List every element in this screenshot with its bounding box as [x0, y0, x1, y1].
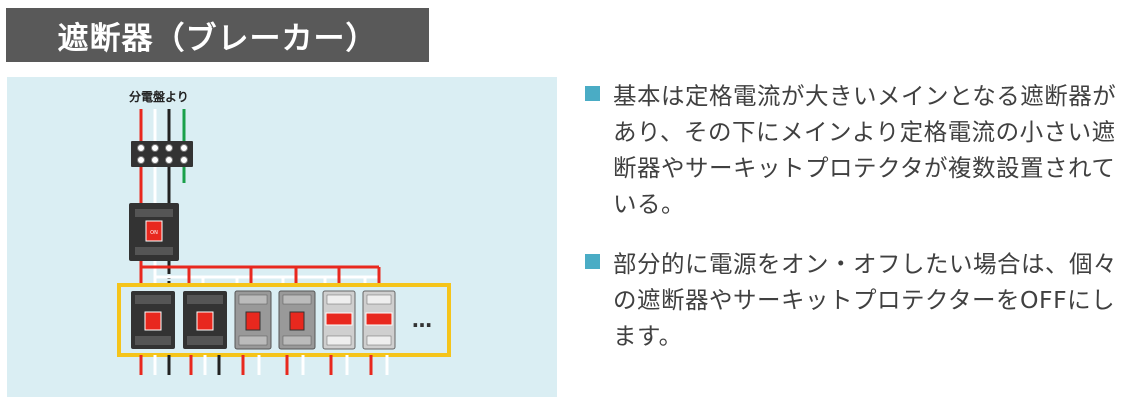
- source-label: 分電盤より: [129, 89, 189, 104]
- breaker-wiring-diagram: 分電盤より ON: [117, 89, 451, 375]
- bullet-list: 基本は定格電流が大きいメインとなる遮断器があり、その下にメインより定格電流の小さ…: [583, 78, 1131, 378]
- more-breakers-ellipsis: …: [412, 308, 432, 332]
- bullet-item: 部分的に電源をオン・オフしたい場合は、個々の遮断器やサーキットプロテクターをOF…: [583, 246, 1131, 354]
- bullet-item: 基本は定格電流が大きいメインとなる遮断器があり、その下にメインより定格電流の小さ…: [583, 78, 1131, 222]
- page-title: 遮断器（ブレーカー）: [57, 20, 378, 57]
- bullet-square-icon: [585, 86, 600, 101]
- branch-breaker-2: [183, 291, 227, 349]
- title-bar: 遮断器（ブレーカー）: [6, 8, 429, 62]
- diagram-panel: 分電盤より ON: [7, 77, 557, 397]
- main-breaker: ON: [129, 203, 179, 261]
- bullet-square-icon: [585, 254, 600, 269]
- branch-highlight-frame: [117, 283, 451, 357]
- circuit-protector-1: [322, 290, 356, 350]
- bullet-text: 基本は定格電流が大きいメインとなる遮断器があり、その下にメインより定格電流の小さ…: [613, 82, 1117, 218]
- branch-breaker-4: [278, 290, 316, 350]
- main-breaker-on-label: ON: [150, 230, 158, 236]
- terminal-block: [131, 141, 193, 167]
- branch-breaker-1: [131, 291, 175, 349]
- bullet-text: 部分的に電源をオン・オフしたい場合は、個々の遮断器やサーキットプロテクターをOF…: [613, 250, 1117, 350]
- branch-breaker-3: [234, 290, 272, 350]
- circuit-protector-2: [362, 290, 396, 350]
- outgoing-wires: [139, 355, 389, 375]
